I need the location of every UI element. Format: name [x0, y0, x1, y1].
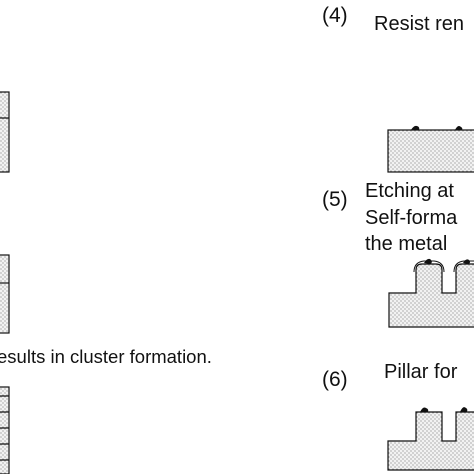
left-caption: esults in cluster formation.	[0, 346, 212, 367]
step-5-label-line-3: the metal	[365, 233, 448, 255]
step-6-label: Pillar for	[384, 361, 458, 383]
step-6-diagram	[387, 407, 474, 471]
step-4-diagram	[387, 125, 474, 173]
metal-particle	[411, 125, 420, 130]
step-5-label-line-1: Etching at	[365, 180, 454, 202]
step-5-label-line-2: Self-forma	[365, 207, 458, 229]
left-panel-3	[0, 386, 10, 474]
left-panel-2	[0, 254, 10, 334]
step-4-label: Resist ren	[374, 13, 465, 35]
step-4-number: (4)	[322, 4, 348, 27]
metal-particle	[460, 407, 468, 412]
metal-particle	[463, 259, 470, 264]
metal-particle	[424, 258, 432, 264]
metal-particle	[420, 407, 429, 412]
step-5-diagram	[388, 258, 474, 328]
metal-particle	[455, 126, 463, 130]
step-5-number: (5)	[322, 188, 348, 211]
left-panel-1	[0, 91, 10, 173]
step-6-number: (6)	[322, 368, 348, 391]
